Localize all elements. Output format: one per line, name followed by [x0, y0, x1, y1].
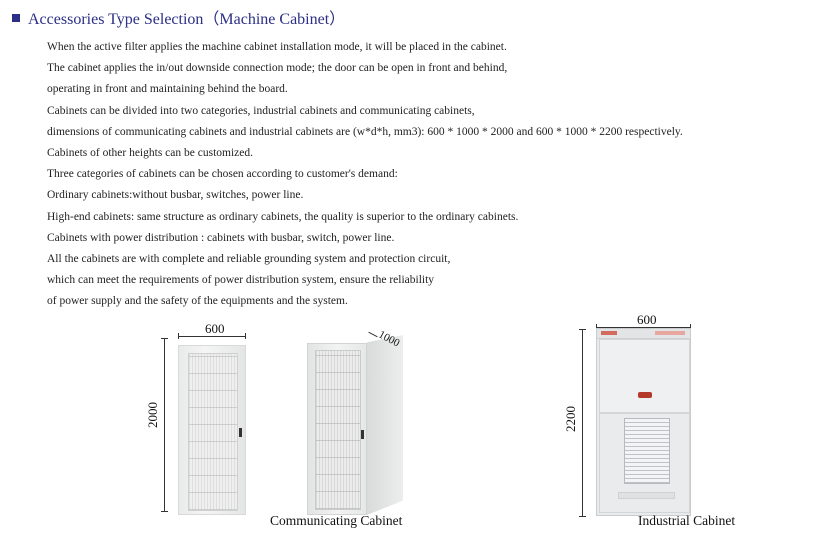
paragraph-line: Three categories of cabinets can be chos…: [47, 168, 398, 181]
industrial-cabinet-image: [596, 328, 691, 516]
height-dimension-line: [164, 338, 165, 511]
dimension-tick: [178, 333, 179, 339]
cabinet-front-image: [178, 345, 246, 515]
paragraph-line: All the cabinets are with complete and r…: [47, 253, 451, 266]
width-dimension-line: [596, 327, 691, 328]
mesh-door: [315, 350, 361, 510]
paragraph-line: When the active filter applies the machi…: [47, 41, 507, 53]
paragraph-line: Cabinets of other heights can be customi…: [47, 147, 253, 160]
dimension-tick: [579, 329, 586, 330]
lower-panel: [599, 413, 690, 513]
paragraph-line: Ordinary cabinets:without busbar, switch…: [47, 189, 304, 202]
label-plate-icon: [655, 331, 685, 335]
height-label: 2200: [563, 406, 578, 432]
figure-caption: Communicating Cabinet: [270, 513, 403, 528]
cabinet-face: [307, 343, 367, 515]
bottom-vent-strip: [618, 492, 675, 499]
paragraph-line: Cabinets with power distribution : cabin…: [47, 231, 395, 244]
paragraph-line: operating in front and maintaining behin…: [47, 83, 288, 96]
height-dimension-line: [582, 329, 583, 516]
dimension-tick: [596, 324, 597, 330]
dimension-tick: [161, 338, 168, 339]
dimension-tick: [690, 324, 691, 330]
cabinet-side-panel: [367, 335, 403, 515]
cabinet-perspective-image: [307, 335, 405, 518]
dimension-tick: [245, 333, 246, 339]
paragraph-line: which can meet the requirements of power…: [47, 274, 435, 287]
mesh-door: [188, 353, 238, 511]
paragraph-line: dimensions of communicating cabinets and…: [47, 125, 683, 138]
dimension-tick: [579, 516, 586, 517]
paragraph-line: of power supply and the safety of the eq…: [47, 295, 348, 308]
brand-mark-icon: [601, 331, 617, 335]
height-label: 2000: [145, 402, 160, 428]
paragraph-line: Cabinets can be divided into two categor…: [47, 104, 475, 117]
width-label: 600: [205, 321, 225, 336]
section-title: Accessories Type Selection（Machine Cabin…: [28, 11, 346, 28]
ventilation-grille: [624, 418, 670, 484]
figure-caption: Industrial Cabinet: [638, 513, 736, 528]
switch-knob-icon: [638, 392, 652, 398]
door-handle-icon: [361, 430, 364, 439]
paragraph-line: The cabinet applies the in/out downside …: [47, 62, 508, 75]
dimension-tick: [161, 511, 168, 512]
upper-panel: [599, 339, 690, 413]
cabinet-top-band: [597, 329, 690, 339]
description-paragraph: When the active filter applies the machi…: [47, 37, 807, 313]
width-dimension-line: [178, 336, 246, 337]
paragraph-line: High-end cabinets: same structure as ord…: [47, 210, 519, 223]
width-label: 600: [637, 312, 657, 327]
section-header: Accessories Type Selection（Machine Cabin…: [12, 6, 345, 28]
square-bullet-icon: [12, 14, 20, 22]
door-handle-icon: [239, 428, 242, 437]
